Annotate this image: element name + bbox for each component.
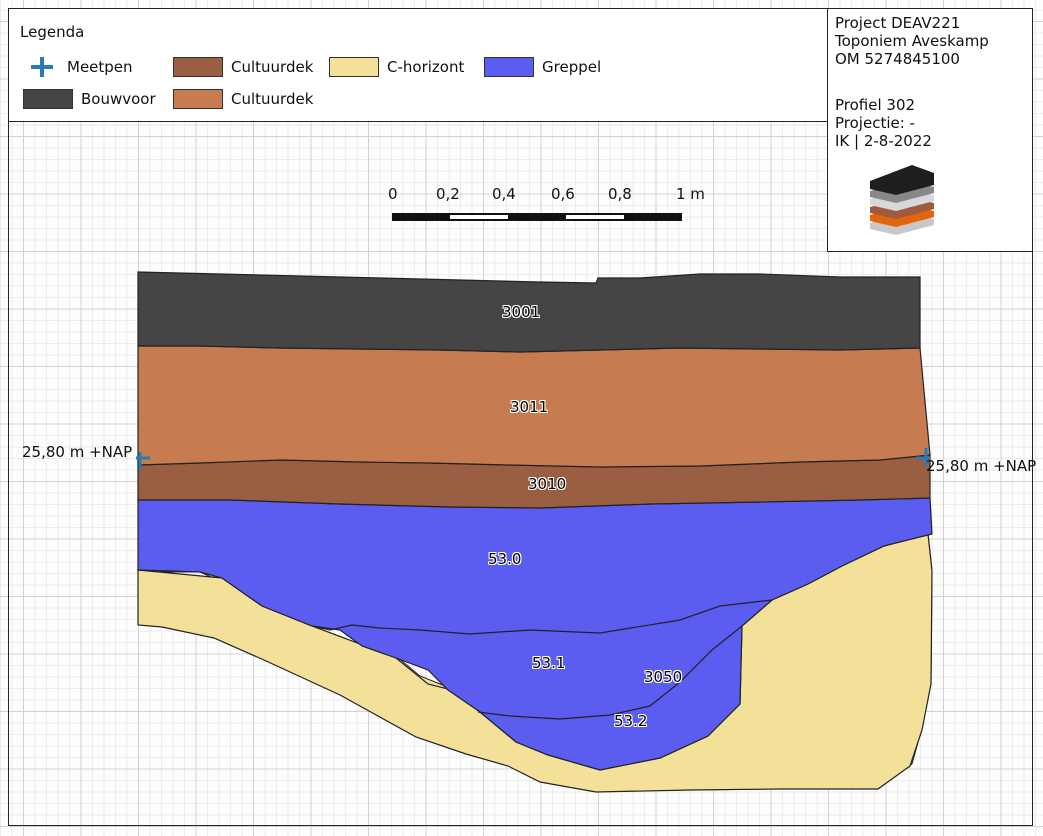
legend-item-meetpen: Meetpen: [23, 56, 133, 78]
unit-label-53-1: 53.1: [532, 654, 566, 672]
boundary-3050: [649, 625, 743, 707]
info-project: Project DEAV221: [835, 14, 961, 32]
scale-tick-0-4: 0,4: [492, 185, 516, 203]
boundary-53-0-53-1: [311, 599, 773, 635]
boundary-53-1-53-2: [477, 705, 651, 720]
legend-panel: Legenda Meetpen Cultuurdek C-horizont Gr…: [8, 8, 828, 122]
swatch-c-horizont: [329, 57, 379, 77]
unit-label-53-2: 53.2: [614, 712, 648, 730]
swatch-bouwvoor: [23, 89, 73, 109]
swatch-greppel: [484, 57, 534, 77]
info-toponiem: Toponiem Aveskamp: [835, 32, 989, 50]
bouwvoor-layer: [137, 271, 921, 353]
unit-label-3050: 3050: [644, 668, 683, 686]
legend-item-greppel: Greppel: [484, 56, 601, 78]
unit-label-3001: 3001: [502, 303, 541, 321]
legend-item-cultuurdek-light: Cultuurdek: [173, 88, 313, 110]
unit-label-3011: 3011: [510, 398, 549, 416]
info-projectie: Projectie: -: [835, 114, 915, 132]
legend-label-greppel: Greppel: [542, 58, 602, 76]
nap-label-right: 25,80 m +NAP: [926, 457, 1037, 475]
legend-item-c-horizont: C-horizont: [329, 56, 464, 78]
legend-item-bouwvoor: Bouwvoor: [23, 88, 156, 110]
legend-item-cultuurdek-dark: Cultuurdek: [173, 56, 313, 78]
scalebar: [392, 213, 682, 221]
meetpen-right-icon: [916, 448, 930, 466]
legend-label-meetpen: Meetpen: [67, 58, 133, 76]
nap-label-left: 25,80 m +NAP: [22, 443, 133, 461]
info-panel: Project DEAV221 Toponiem Aveskamp OM 527…: [827, 8, 1033, 252]
info-profiel: Profiel 302: [835, 96, 916, 114]
legend-label-cultuurdek-dark: Cultuurdek: [231, 58, 314, 76]
unit-label-3010: 3010: [528, 475, 567, 493]
meetpen-cross-icon: [31, 57, 53, 77]
info-author-date: IK | 2-8-2022: [835, 132, 932, 150]
stacked-layers-logo: [870, 165, 934, 235]
scale-tick-0-6: 0,6: [551, 185, 575, 203]
legend-label-cultuurdek-light: Cultuurdek: [231, 90, 314, 108]
info-om-number: OM 5274845100: [835, 50, 960, 68]
meetpen-left-icon: [136, 452, 150, 470]
legend-label-bouwvoor: Bouwvoor: [81, 90, 156, 108]
legend-title: Legenda: [20, 23, 85, 41]
swatch-cultuurdek-dark: [173, 57, 223, 77]
scale-tick-1m: 1 m: [676, 185, 705, 203]
scale-tick-0-2: 0,2: [436, 185, 460, 203]
scale-tick-0: 0: [388, 185, 398, 203]
scale-tick-0-8: 0,8: [608, 185, 632, 203]
legend-label-c-horizont: C-horizont: [387, 58, 465, 76]
swatch-cultuurdek-light: [173, 89, 223, 109]
unit-label-53-0: 53.0: [488, 550, 522, 568]
